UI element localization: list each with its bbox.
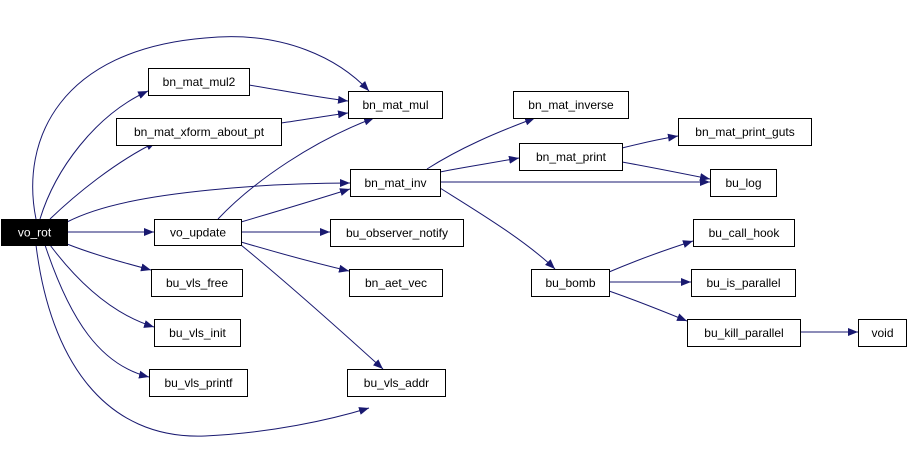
node-box-bu-vls-init: [154, 319, 241, 347]
node-box-bu-call-hook: [693, 219, 795, 247]
node-label-bu-vls-printf: bu_vls_printf: [164, 376, 233, 390]
edge-vo-rot-to-bu-vls-init: [49, 244, 155, 328]
node-bu-vls-addr[interactable]: bu_vls_addr: [347, 369, 446, 397]
node-bu-vls-free[interactable]: bu_vls_free: [151, 269, 243, 297]
node-label-bu-vls-addr: bu_vls_addr: [364, 376, 429, 390]
node-bn-mat-print[interactable]: bn_mat_print: [519, 143, 623, 171]
edge-vo-rot-to-bu-vls-free: [66, 243, 152, 272]
node-label-bu-vls-free: bu_vls_free: [166, 276, 228, 290]
node-bu-vls-printf[interactable]: bu_vls_printf: [149, 369, 248, 397]
node-bn-mat-inv[interactable]: bn_mat_inv: [350, 169, 441, 197]
edge-vo-update-to-bn-mat-inv: [240, 188, 351, 223]
node-label-bn-mat-inv: bn_mat_inv: [364, 176, 426, 190]
node-vo-rot[interactable]: vo_rot: [1, 219, 68, 246]
node-bu-call-hook[interactable]: bu_call_hook: [693, 219, 795, 247]
edge-bn-mat-inv-to-bu-bomb: [439, 187, 556, 270]
node-label-bn-mat-inverse: bn_mat_inverse: [528, 98, 614, 112]
edges-layer: [32, 36, 858, 437]
node-bn-mat-xform-about-pt[interactable]: bn_mat_xform_about_pt: [116, 118, 282, 146]
edge-bn-mat-print-to-bu-log: [621, 161, 711, 181]
node-bu-vls-init[interactable]: bu_vls_init: [154, 319, 241, 347]
edge-vo-rot-to-bn-mat-mul2: [39, 90, 149, 220]
node-box-bn-mat-mul2: [148, 68, 250, 96]
node-box-bu-log: [710, 169, 777, 197]
node-label-bn-aet-vec: bn_aet_vec: [365, 276, 427, 290]
node-label-bu-call-hook: bu_call_hook: [709, 226, 781, 240]
node-bu-bomb[interactable]: bu_bomb: [531, 269, 610, 297]
nodes-layer: vo_rot bn_mat_mul2 bn_mat_xform_about_ptvo…: [1, 68, 907, 397]
node-bn-mat-print-guts[interactable]: bn_mat_print_guts: [678, 118, 812, 146]
edge-bu-bomb-to-bu-call-hook: [608, 240, 694, 273]
edge-vo-rot-to-bu-vls-addr: [35, 244, 370, 437]
edge-vo-rot-to-bn-mat-mul: [32, 36, 370, 220]
node-box-bu-kill-parallel: [687, 319, 801, 347]
node-box-bn-mat-print-guts: [678, 118, 812, 146]
node-label-bn-mat-print: bn_mat_print: [536, 150, 607, 164]
node-bu-log[interactable]: bu_log: [710, 169, 777, 197]
edge-bn-mat-inv-to-bn-mat-print: [439, 155, 520, 173]
node-box-bn-mat-mul: [348, 91, 443, 119]
node-label-bu-observer-notify: bu_observer_notify: [346, 226, 448, 240]
node-label-bu-vls-init: bu_vls_init: [169, 326, 226, 340]
node-box-vo-rot: [1, 219, 68, 246]
node-bu-kill-parallel[interactable]: bu_kill_parallel: [687, 319, 801, 347]
node-box-bn-mat-print: [519, 143, 623, 171]
node-box-void: [858, 319, 907, 347]
node-label-bu-kill-parallel: bu_kill_parallel: [704, 326, 783, 340]
node-bn-aet-vec[interactable]: bn_aet_vec: [349, 269, 443, 297]
node-bn-mat-inverse[interactable]: bn_mat_inverse: [513, 91, 629, 119]
node-box-bu-vls-printf: [149, 369, 248, 397]
node-box-bn-mat-xform-about-pt: [116, 118, 282, 146]
node-box-bu-vls-addr: [347, 369, 446, 397]
node-bn-mat-mul[interactable]: bn_mat_mul: [348, 91, 443, 119]
node-label-vo-rot: vo_rot: [18, 226, 52, 240]
node-label-bu-is-parallel: bu_is_parallel: [706, 276, 780, 290]
node-label-bu-bomb: bu_bomb: [545, 276, 595, 290]
edge-bu-bomb-to-bu-kill-parallel: [608, 290, 688, 322]
edge-bn-mat-inv-to-bn-mat-inverse: [426, 117, 536, 170]
edge-vo-update-to-bu-vls-addr: [240, 244, 384, 370]
node-label-vo-update: vo_update: [170, 226, 226, 240]
edge-vo-rot-to-bu-vls-printf: [44, 244, 150, 379]
edge-vo-update-to-bn-aet-vec: [240, 241, 350, 273]
node-bu-is-parallel[interactable]: bu_is_parallel: [691, 269, 796, 297]
node-label-bn-mat-xform-about-pt: bn_mat_xform_about_pt: [134, 125, 265, 139]
node-box-bn-mat-inverse: [513, 91, 629, 119]
edge-vo-rot-to-bn-mat-xform-about-pt: [49, 141, 157, 220]
node-label-bu-log: bu_log: [725, 176, 761, 190]
node-box-bn-aet-vec: [349, 269, 443, 297]
node-bn-mat-mul2[interactable]: bn_mat_mul2: [148, 68, 250, 96]
node-label-bn-mat-print-guts: bn_mat_print_guts: [695, 125, 794, 139]
node-label-bn-mat-mul: bn_mat_mul: [362, 98, 428, 112]
node-box-bu-vls-free: [151, 269, 243, 297]
edge-bn-mat-xform-about-pt-to-bn-mat-mul: [280, 110, 349, 124]
node-vo-update[interactable]: vo_update: [154, 219, 242, 246]
node-box-bn-mat-inv: [350, 169, 441, 197]
node-label-bn-mat-mul2: bn_mat_mul2: [163, 75, 236, 89]
edge-bn-mat-mul2-to-bn-mat-mul: [248, 84, 349, 104]
node-box-vo-update: [154, 219, 242, 246]
edge-vo-rot-to-bn-mat-inv: [66, 179, 351, 223]
node-box-bu-bomb: [531, 269, 610, 297]
edge-vo-update-to-bn-mat-mul: [217, 117, 375, 220]
node-box-bu-observer-notify: [330, 219, 464, 247]
node-void[interactable]: void: [858, 319, 907, 347]
node-box-bu-is-parallel: [691, 269, 796, 297]
edge-bn-mat-print-to-bn-mat-print-guts: [621, 133, 679, 149]
node-label-void: void: [871, 326, 893, 340]
node-bu-observer-notify[interactable]: bu_observer_notify: [330, 219, 464, 247]
